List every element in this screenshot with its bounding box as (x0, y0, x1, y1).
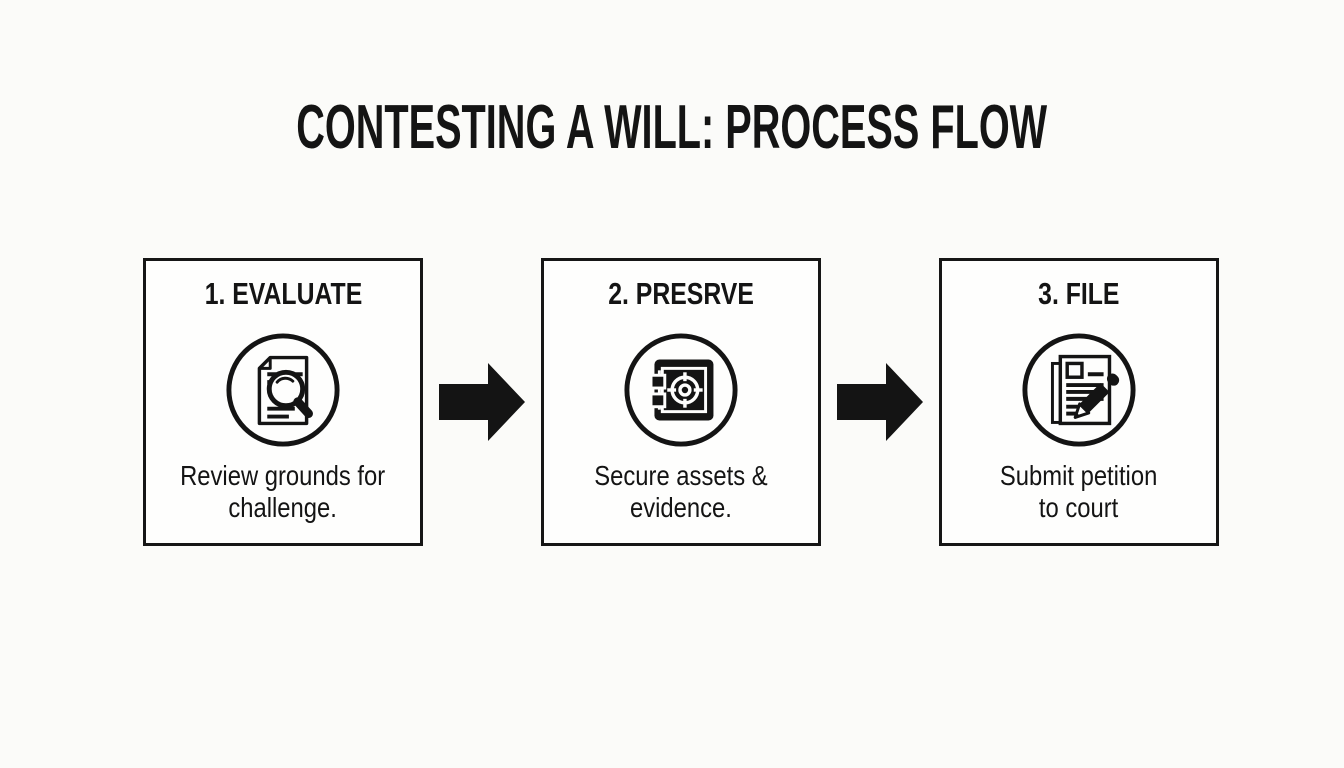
step-description: Secure assets & evidence. (594, 459, 768, 524)
documents-pen-icon (1022, 333, 1136, 447)
step-description: Submit petition to court (1000, 459, 1158, 524)
flow-row: 1. EVALUATE Review grounds for challenge… (143, 258, 1219, 546)
arrow-right-icon (837, 363, 923, 441)
page-title: CONTESTING A WILL: PROCESS FLOW (296, 93, 1048, 162)
arrow-right-icon (439, 363, 525, 441)
step-heading: 3. FILE (1038, 276, 1120, 311)
step-description: Review grounds for challenge. (180, 459, 386, 524)
connector-1 (423, 258, 541, 546)
title-container: CONTESTING A WILL: PROCESS FLOW (0, 97, 1344, 159)
step-heading: 1. EVALUATE (204, 276, 362, 311)
connector-2 (821, 258, 939, 546)
step-box-evaluate: 1. EVALUATE Review grounds for challenge… (143, 258, 423, 546)
document-magnifier-icon (226, 333, 340, 447)
step-box-preserve: 2. PRESRVE Secure assets & evidence. (541, 258, 821, 546)
safe-vault-icon (624, 333, 738, 447)
step-box-file: 3. FILE (939, 258, 1219, 546)
step-heading: 2. PRESRVE (608, 276, 754, 311)
